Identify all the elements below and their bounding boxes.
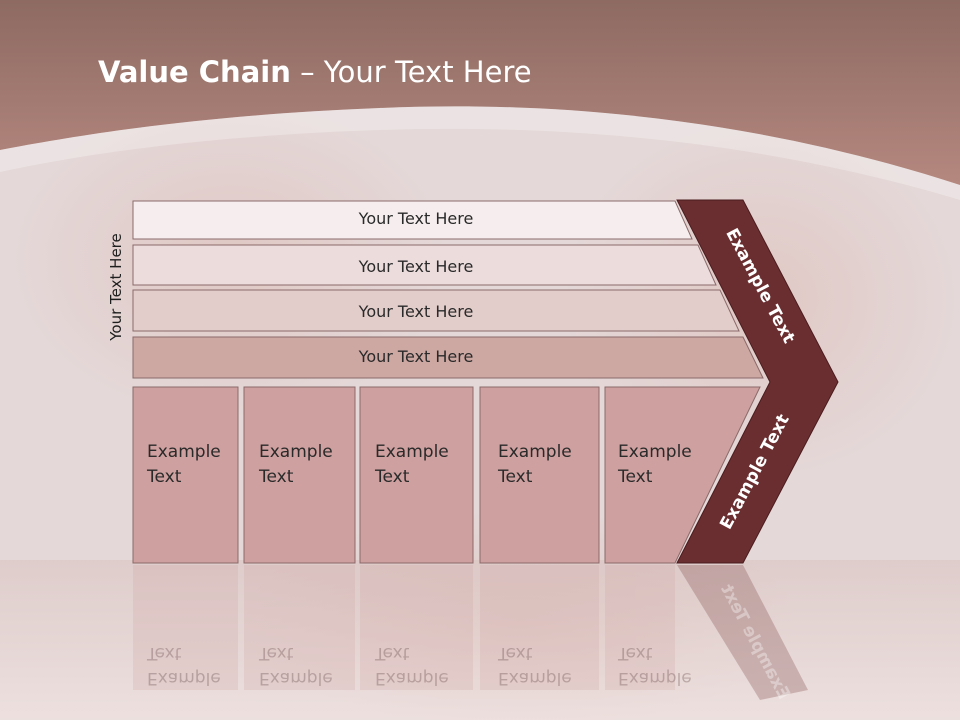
column-box-1 [132, 386, 239, 564]
chevron-arrow [676, 199, 839, 564]
row-bar-1 [132, 200, 693, 240]
row-bar-3 [132, 289, 740, 332]
row-label-3: Your Text Here [358, 302, 474, 321]
row-label-1: Your Text Here [358, 209, 474, 228]
row-label-2: Your Text Here [358, 257, 474, 276]
column-box-3 [359, 386, 474, 564]
row-bar-2 [132, 244, 717, 286]
column-box-4 [479, 386, 600, 564]
chevron-reflection [677, 565, 808, 700]
column-box-2 [243, 386, 356, 564]
title-bold: Value Chain [98, 55, 291, 89]
column-box-5 [604, 386, 761, 564]
page-title: Value Chain – Your Text Here [98, 55, 532, 89]
row-label-4: Your Text Here [358, 347, 474, 366]
title-rest: – Your Text Here [290, 55, 532, 89]
row-bar-4 [132, 336, 764, 379]
